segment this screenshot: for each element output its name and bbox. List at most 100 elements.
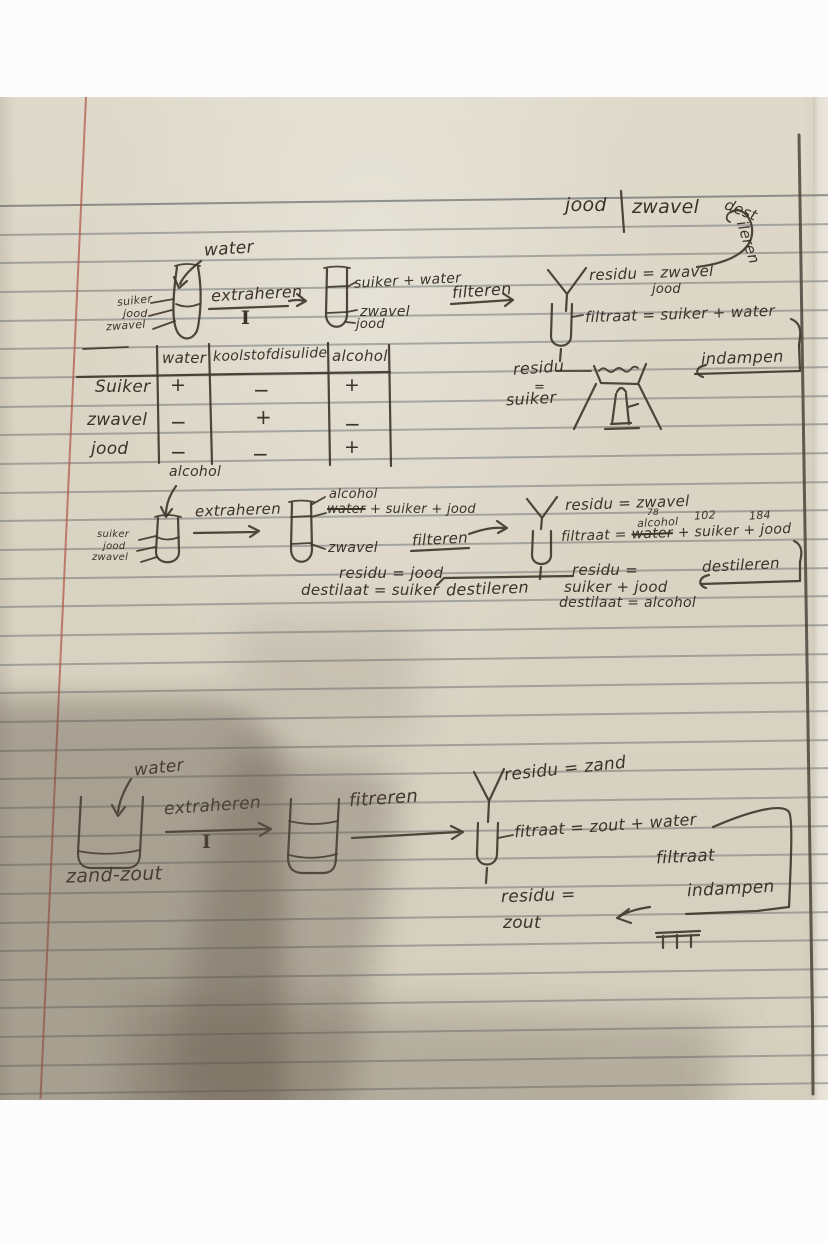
- flow2-right-residu-line1: residu =: [572, 561, 639, 579]
- water-arrow: [178, 259, 203, 286]
- flow1-residu2-line1: residu: [512, 356, 565, 379]
- flow2-residu-label: residu = zwavel: [564, 491, 690, 515]
- cycle-left-word: jood: [565, 194, 607, 216]
- flow3-step2-label: fitreren: [348, 785, 419, 812]
- filteren-arrow-head: [502, 292, 515, 308]
- tube-mouth: [174, 263, 201, 267]
- tube2-mouth: [323, 265, 351, 269]
- beaker1-band: [77, 849, 141, 855]
- table-cell: +: [344, 436, 361, 458]
- funnel-icon: [525, 495, 559, 531]
- flow2-input-label: alcohol: [169, 464, 222, 480]
- tube2-layers: [326, 285, 348, 314]
- cycle-arrow-curl: [725, 211, 732, 223]
- evaporating-dish-icon: [592, 362, 648, 386]
- filtraat-bracket: [684, 806, 793, 916]
- flow1-mixture-2: jood: [123, 307, 148, 320]
- flow1-indampen-label: indampen: [700, 346, 784, 369]
- crossed-out-word: water: [327, 502, 366, 517]
- flow1-residu-line2: jood: [652, 282, 681, 297]
- connector-line: [435, 574, 575, 587]
- vessel-tick: [571, 314, 584, 318]
- flow3-drawings: [76, 767, 793, 950]
- filteren-underline: [409, 546, 471, 553]
- flow1-residu2-line2: =: [534, 380, 546, 395]
- flow1-tube2-bot-label: jood: [356, 317, 385, 332]
- flow2-drawings: [136, 484, 803, 590]
- table-header-underline: [75, 370, 392, 379]
- table-cell: +: [255, 405, 273, 429]
- tube2-mouth: [288, 499, 315, 503]
- test-tube2-icon: [324, 267, 349, 328]
- flow2-left-destilaat: destilaat = suiker: [301, 581, 440, 599]
- flow2-tube2-top-label: alcohol: [329, 487, 378, 502]
- table-row-label: zwavel: [87, 410, 148, 430]
- separator-bar: [619, 189, 626, 234]
- flow2-right-destilaat: destilaat = alcohol: [559, 595, 697, 611]
- table-cell: −: [253, 378, 271, 402]
- tube2-rest: + suiker + jood: [369, 502, 476, 517]
- stand-legs: [572, 382, 663, 431]
- label-ticks: [136, 535, 158, 563]
- flow1-drawings: [148, 259, 802, 431]
- flow1-residu2-line3: suiker: [505, 387, 557, 410]
- flow2-bp-184: 184: [748, 508, 772, 523]
- tripod-icon: [654, 929, 702, 950]
- flow1-roman-numeral: I: [241, 307, 251, 329]
- table-header-koolstofdisulide: koolstofdisulide: [212, 345, 328, 365]
- table-cell: −: [170, 410, 188, 434]
- funnel-icon: [472, 767, 506, 824]
- flow1-step1-label: extraheren: [210, 281, 303, 306]
- page-edge-line: [797, 133, 815, 1096]
- funnel-icon: [546, 266, 588, 313]
- water-arrow: [110, 777, 133, 818]
- filtraat-prefix: filtraat =: [560, 526, 628, 546]
- cycle-arrow: [695, 209, 754, 269]
- table-row-label: Suiker: [95, 377, 151, 397]
- flow3-filtraat2-label: filtraat: [655, 845, 716, 869]
- page-right-edge-strip: [813, 97, 828, 1100]
- indampen-arrow: [696, 363, 708, 379]
- burner-icon: [603, 386, 641, 431]
- flow3-roman-numeral: I: [202, 831, 212, 853]
- extraheren-arrow: [164, 821, 273, 838]
- flow2-right-step-label: destileren: [701, 553, 781, 577]
- collect-vessel-icon: [549, 302, 574, 363]
- table-cell: −: [344, 412, 362, 436]
- flow2-tube2-mid-label: water + suiker + jood: [327, 503, 476, 516]
- flow3-residu2-line2: zout: [503, 913, 541, 933]
- extraheren-arrow: [287, 292, 308, 308]
- boiling-scribble: [598, 365, 639, 373]
- indampen-box: [693, 343, 802, 376]
- flow1-tube2-mid-label: zwavel: [360, 304, 410, 320]
- flow1-mixture-3: zwavel: [105, 317, 147, 334]
- flow2-mixture-3: zwavel: [92, 552, 129, 563]
- flow2-step2-label: filteren: [411, 528, 469, 550]
- table-cell: −: [252, 442, 270, 466]
- filteren-underline: [449, 298, 513, 306]
- table-header-water: water: [162, 349, 207, 367]
- filtraat-bracket: [789, 317, 802, 347]
- flow2-mixture-2: jood: [103, 541, 126, 552]
- table-cell: +: [344, 374, 361, 396]
- flow3-mixture-label: zand-zout: [65, 862, 163, 888]
- flow2-right-residu-line2: suiker + jood: [564, 578, 668, 596]
- flow2-tube2-bot-label: zwavel: [328, 540, 378, 556]
- flow1-residu-line1: residu = zwavel: [588, 261, 714, 285]
- flow3-residu2-line1: residu =: [500, 884, 576, 908]
- table-row-label: jood: [91, 439, 129, 459]
- beaker2-top-line: [288, 820, 339, 825]
- filtraat-bracket: [792, 539, 803, 564]
- flow1-step2-label: filteren: [451, 278, 513, 303]
- flow2-mixture-1: suiker: [97, 529, 130, 540]
- liquid-line: [175, 303, 200, 308]
- crossed-out-word: water: [631, 525, 674, 543]
- flow2-bp-102: 102: [693, 508, 717, 523]
- destileren-box: [699, 560, 802, 586]
- table-column-lines: [155, 341, 393, 468]
- flow3-indampen-label: indampen: [686, 876, 776, 902]
- top-right-cycle: [619, 189, 754, 269]
- tube-mouth: [154, 514, 182, 518]
- flow2-bp-alcohol: 78: [647, 508, 660, 518]
